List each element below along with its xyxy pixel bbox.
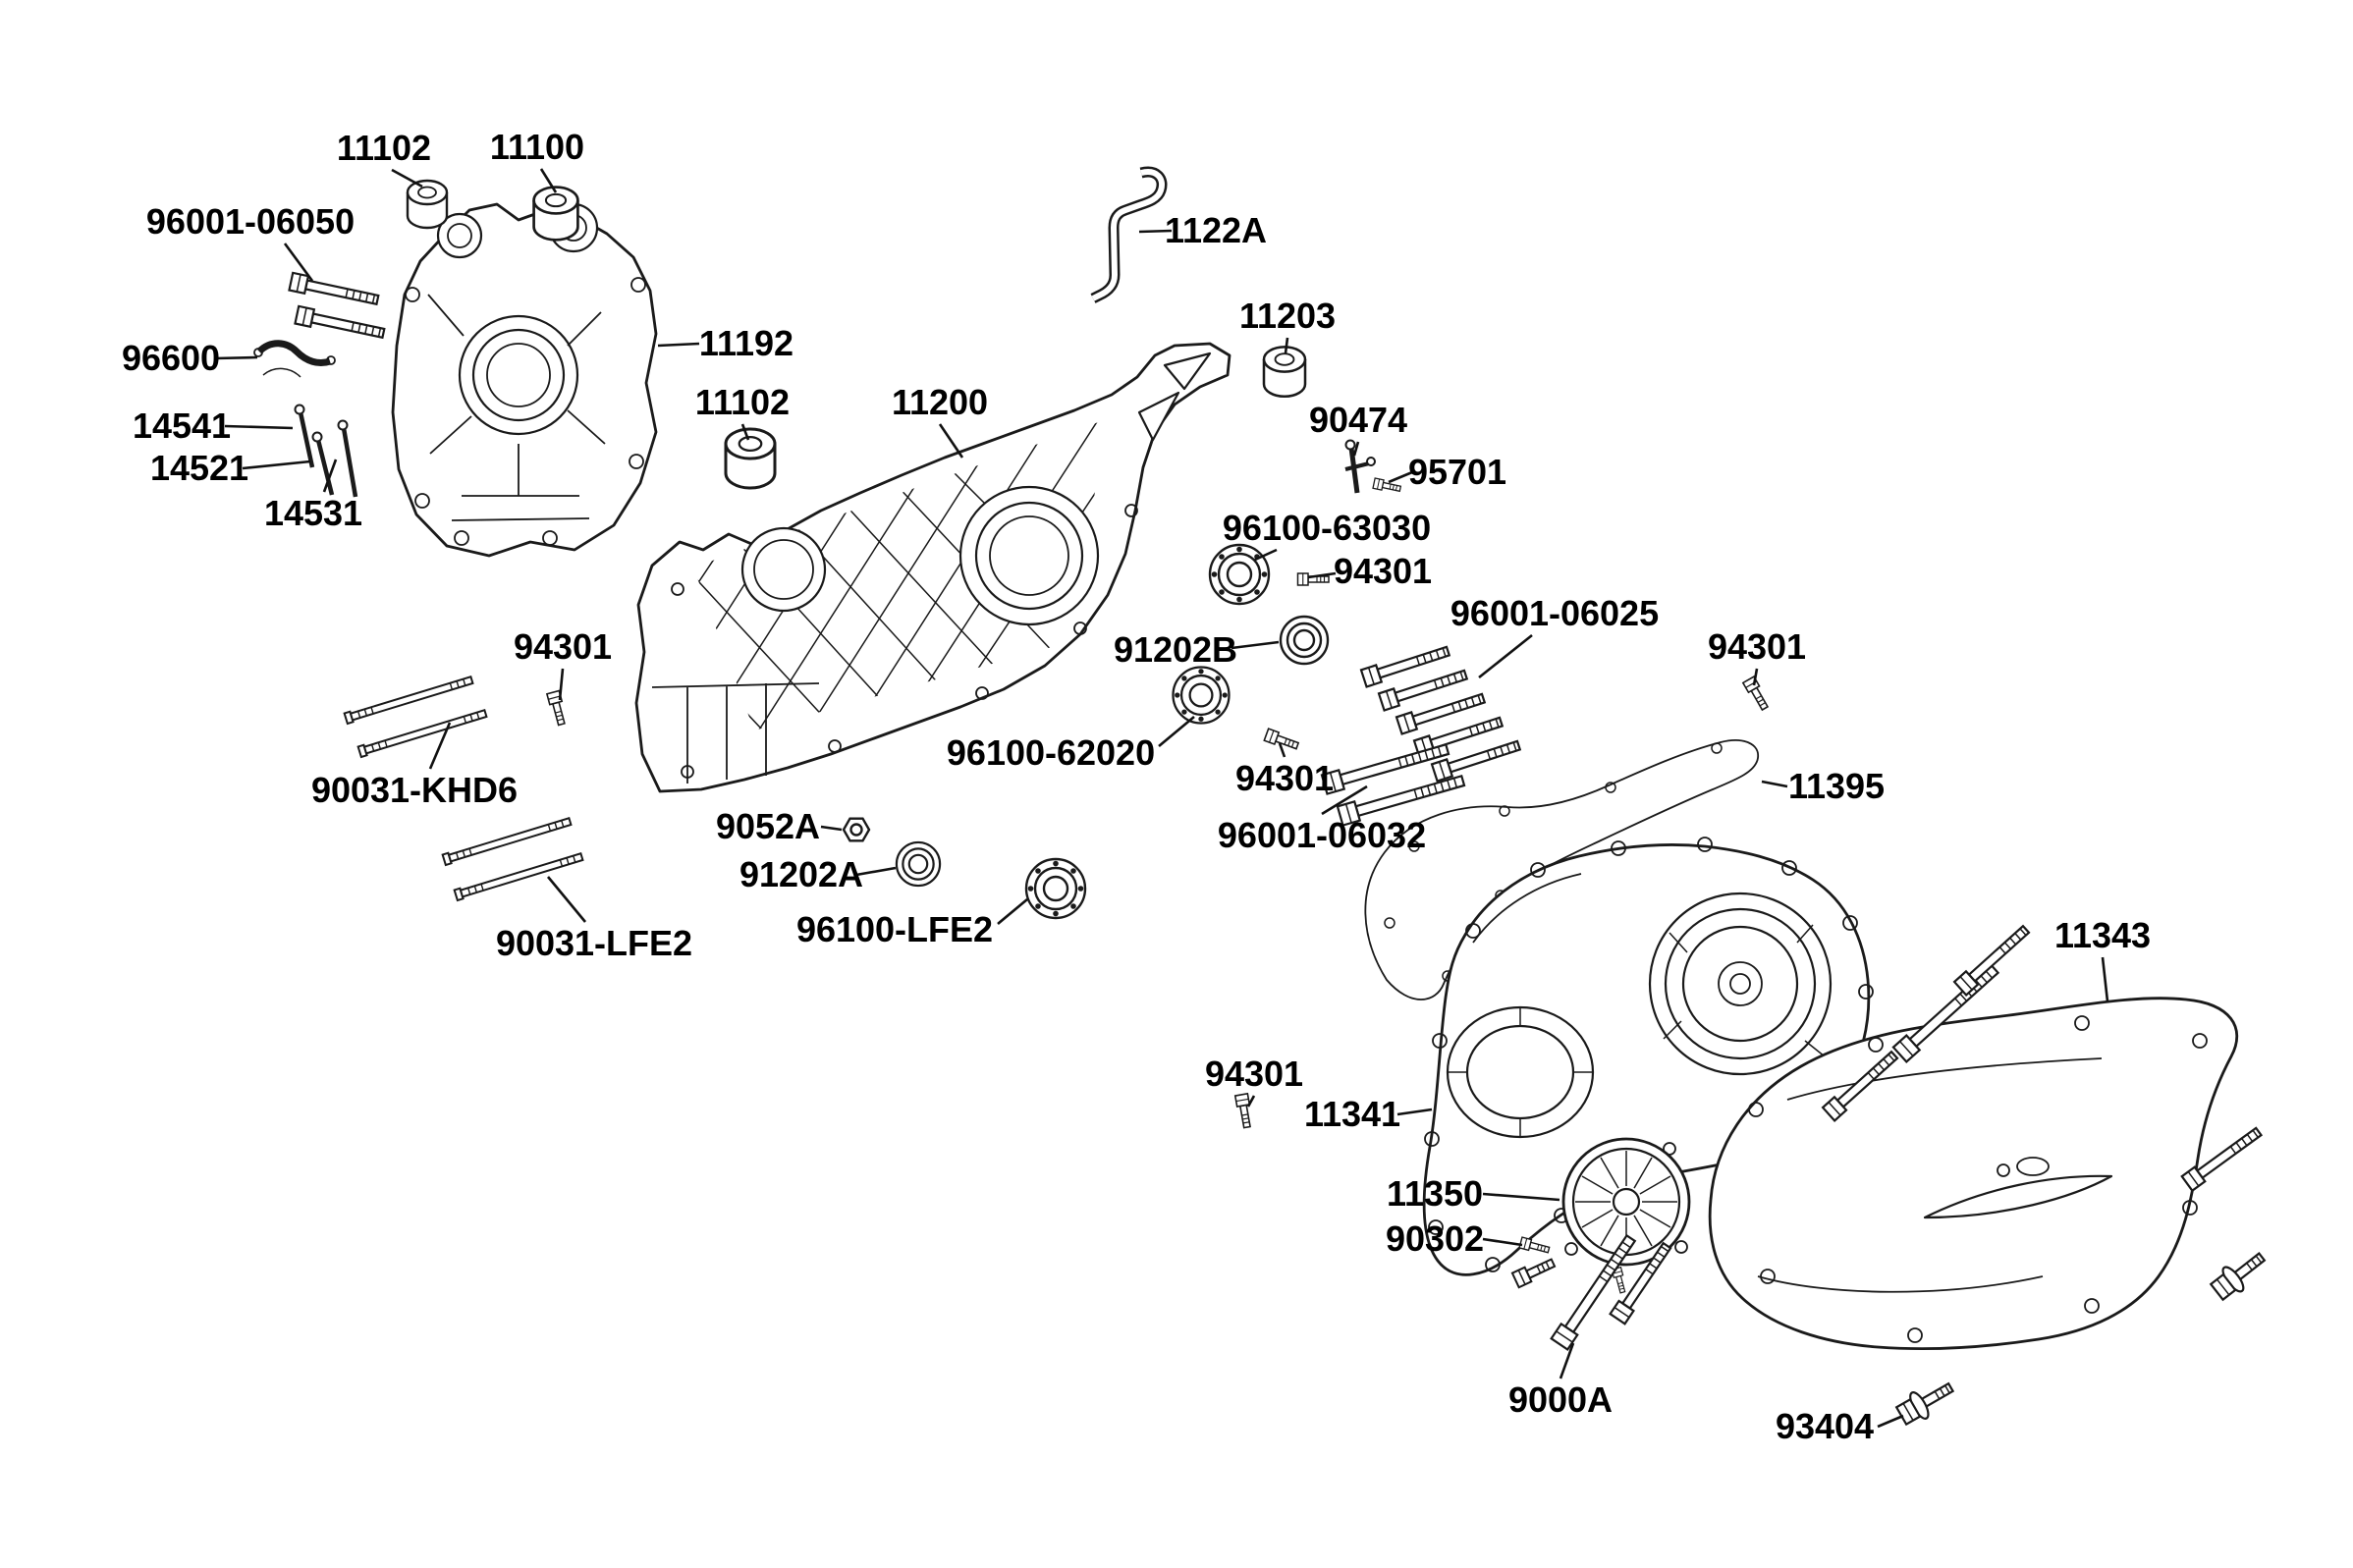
leader-line: [558, 668, 565, 701]
leader-line: [2101, 956, 2109, 1002]
damper-bushing-drawing: [1262, 346, 1307, 399]
leader-line: [1158, 716, 1195, 747]
leader-line: [997, 898, 1028, 925]
leader-line: [428, 722, 452, 770]
leader-line: [1321, 784, 1368, 816]
small-bolt-drawing: [1233, 1093, 1254, 1129]
leader-line: [1877, 1414, 1904, 1429]
leader-line: [546, 876, 587, 923]
leader-line: [283, 243, 314, 282]
dowel-screws-drawing: [294, 404, 358, 498]
bearing-and-seal-parts: [1172, 346, 1772, 827]
small-screw-drawing: [1372, 477, 1402, 495]
side-cover-drawing: [1708, 997, 2239, 1350]
leader-line: [1482, 1192, 1560, 1202]
leader-line: [1254, 548, 1278, 562]
leader-line: [224, 424, 294, 430]
stud-bolt-drawing: [453, 850, 585, 902]
ball-bearing-drawing: [1208, 543, 1271, 606]
leader-line: [938, 423, 964, 459]
ball-bearing-drawing: [1024, 857, 1087, 920]
leader-line: [1396, 1108, 1433, 1116]
leader-line: [1752, 668, 1759, 686]
leader-line: [322, 459, 338, 493]
oil-seal-drawing: [1279, 615, 1330, 666]
leader-line: [1307, 571, 1337, 579]
flange-bolt-drawing: [294, 304, 387, 344]
clamp-bracket-drawing: [253, 340, 336, 378]
leader-line: [1761, 780, 1788, 788]
leader-line: [1482, 1237, 1523, 1247]
leader-line: [539, 168, 558, 193]
cover-bolt-drawing: [1952, 921, 2034, 997]
small-bolt-drawing: [546, 689, 569, 728]
leader-line: [1478, 633, 1533, 679]
damper-bushing-drawing: [724, 427, 777, 490]
breather-tube-drawing: [1090, 166, 1168, 303]
leader-line: [1231, 640, 1280, 650]
washer-screw-drawing: [1892, 1373, 1959, 1431]
fan-cover-drawing: [1518, 1137, 1691, 1295]
leader-line: [242, 460, 311, 470]
crankcase-left-drawing: [253, 179, 777, 558]
cover-bolt-drawing: [1510, 1254, 1558, 1289]
drain-plug-drawing: [842, 817, 871, 842]
leader-line: [740, 423, 750, 441]
oil-seal-drawing: [895, 840, 942, 888]
leader-line: [820, 825, 843, 832]
ball-bearing-drawing: [1172, 666, 1231, 725]
washer-screw-drawing: [2207, 1244, 2272, 1305]
leader-line: [657, 342, 700, 348]
small-screw-drawing: [1518, 1236, 1552, 1257]
stud-bolt-drawing: [356, 707, 489, 759]
leader-line: [1352, 441, 1360, 457]
leader-line: [1388, 470, 1413, 484]
breather-joint-drawing: [1344, 439, 1376, 494]
leader-line: [1284, 337, 1289, 354]
small-bolt-drawing: [1742, 676, 1772, 713]
leader-lines: [214, 168, 2109, 1429]
leader-line: [214, 355, 258, 360]
cvt-cover-drawing: [1233, 837, 1874, 1276]
damper-bushing-drawing: [406, 179, 449, 230]
leader-line: [391, 168, 423, 189]
leader-line: [1559, 1342, 1575, 1379]
leader-line: [1138, 229, 1173, 234]
stud-bolt-drawing: [343, 674, 475, 726]
leader-line: [1246, 1095, 1256, 1108]
leader-line: [855, 866, 897, 877]
flange-bolt-drawing: [288, 271, 381, 310]
damper-bushing-drawing: [532, 186, 579, 242]
stud-bolt-drawing: [441, 815, 574, 867]
crankcase-main-drawing: [343, 342, 1231, 920]
leader-line: [1278, 742, 1286, 758]
